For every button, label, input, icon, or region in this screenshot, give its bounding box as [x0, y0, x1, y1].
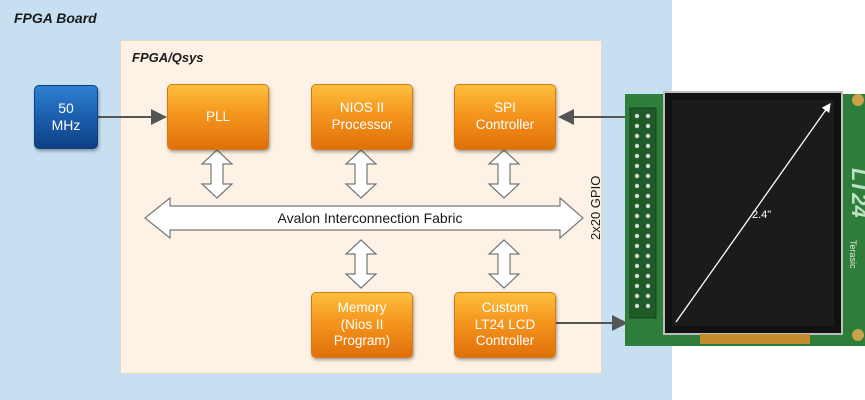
avalon-fabric-label: Avalon Interconnection Fabric — [277, 210, 463, 226]
memory-block: Memory (Nios II Program) — [311, 292, 413, 358]
flex-connector — [700, 334, 810, 344]
mount-hole-bottom — [852, 329, 864, 341]
spi-fabric-connector — [487, 149, 521, 199]
spi-controller-block: SPI Controller — [454, 84, 556, 150]
nios-fabric-connector — [344, 149, 378, 199]
lcd-controller-block: Custom LT24 LCD Controller — [454, 292, 556, 358]
gpio-header — [629, 107, 657, 319]
mount-hole-top — [852, 94, 864, 106]
nios-processor-block: NIOS II Processor — [311, 84, 413, 150]
gpio-label: 2x20 GPIO — [588, 175, 603, 240]
lcd-controller-fabric-connector — [487, 239, 521, 289]
lcd-maker-label: Terasic — [848, 240, 858, 269]
gpio-header-pins — [634, 113, 651, 309]
lcd-size-label: 2.4" — [752, 209, 771, 221]
pll-block: PLL — [167, 84, 269, 150]
diagonal-measure-arrow — [675, 102, 831, 323]
pll-fabric-connector — [200, 149, 234, 199]
fpga-qsys-label: FPGA/Qsys — [132, 50, 204, 65]
lcd-brand-label: LT24 — [847, 168, 865, 218]
avalon-fabric-arrow — [144, 196, 584, 240]
fpga-board-label: FPGA Board — [14, 10, 97, 26]
memory-fabric-connector — [344, 239, 378, 289]
clock-50mhz-block: 50 MHz — [34, 85, 98, 149]
